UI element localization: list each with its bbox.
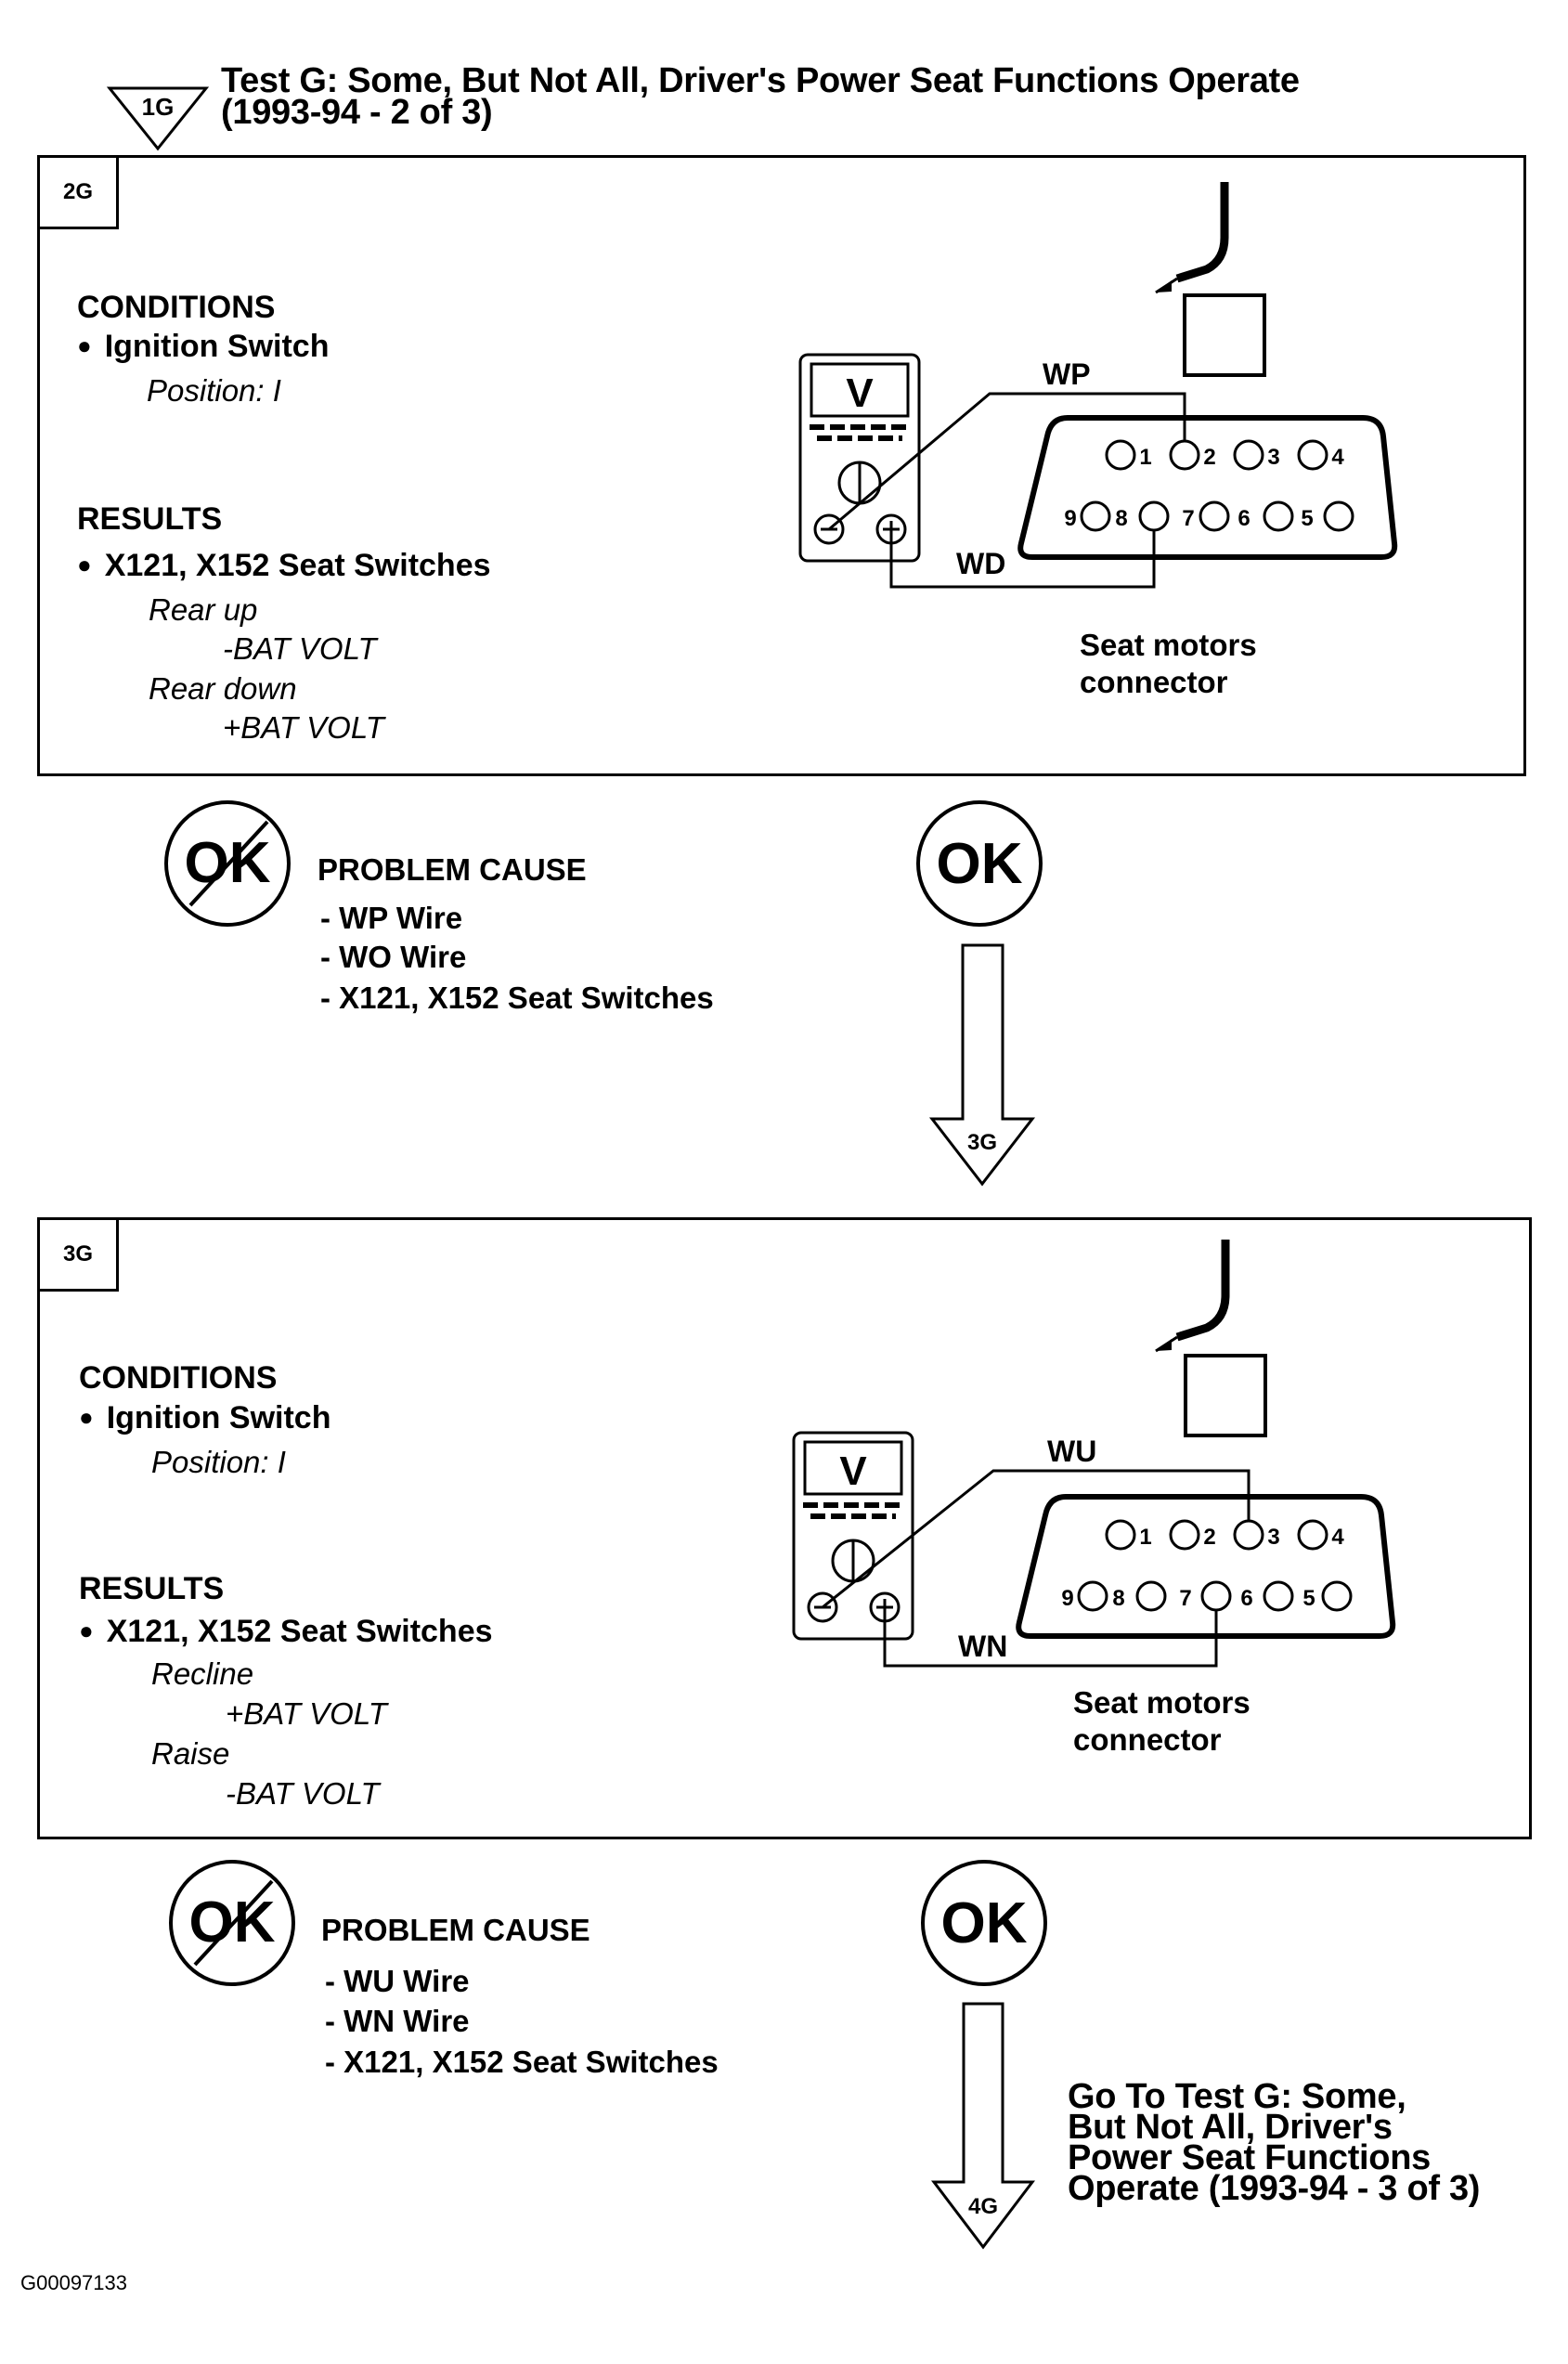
meter-letter: V	[839, 1448, 867, 1494]
caption-line-1: Seat motors	[1080, 628, 1257, 662]
connector-pins-bottom: 9 8 7 6 5	[1061, 1580, 1353, 1612]
seat-motors-connector	[1017, 415, 1398, 560]
goto-line-2: But Not All, Driver's	[1068, 2108, 1393, 2147]
wire-label-wd: WD	[956, 547, 1005, 580]
step-tag: 2G	[37, 155, 119, 229]
pin-label: 5	[1302, 1586, 1315, 1611]
result-2-value: +BAT VOLT	[223, 710, 384, 745]
ok-text: OK	[941, 1891, 1028, 1955]
figure-code: G00097133	[20, 2271, 127, 2294]
page-title: Test G: Some, But Not All, Driver's Powe…	[221, 61, 1300, 132]
results-label: RESULTS	[77, 501, 223, 537]
pin-label: 7	[1179, 1586, 1191, 1611]
pin-label: 9	[1064, 506, 1076, 531]
test-leads	[828, 392, 1186, 589]
pin-label: 1	[1139, 1525, 1151, 1550]
pin-label: 8	[1115, 506, 1127, 531]
condition-value: Position: I	[147, 373, 281, 408]
connector-pins-top: 1 2 3 4	[1105, 439, 1344, 471]
pin-label: 3	[1267, 1525, 1279, 1550]
back-probe-icon	[1155, 1240, 1267, 1437]
pin-label: 8	[1112, 1586, 1124, 1611]
result-1-value: +BAT VOLT	[226, 1696, 387, 1731]
wire-label-wp: WP	[1043, 357, 1091, 391]
condition-value: Position: I	[151, 1445, 286, 1479]
result-2-value: -BAT VOLT	[226, 1776, 380, 1811]
goto-line-1: Go To Test G: Some,	[1068, 2077, 1406, 2116]
result-1-value: -BAT VOLT	[223, 631, 377, 666]
connector-caption: Seat motors connector	[1080, 627, 1257, 701]
ref-triangle-icon: 1G	[106, 86, 210, 151]
down-arrow-icon: 3G	[928, 943, 1036, 1187]
condition-item: Ignition Switch	[77, 329, 330, 365]
cause-item: - WP Wire	[320, 901, 463, 935]
results-item: X121, X152 Seat Switches	[79, 1614, 493, 1650]
pin-label: 2	[1203, 445, 1215, 470]
results-item: X121, X152 Seat Switches	[77, 548, 491, 584]
pin-label: 3	[1267, 445, 1279, 470]
goto-line-3: Power Seat Functions	[1068, 2138, 1431, 2177]
multimeter-icon: V	[798, 353, 921, 563]
goto-line-4: Operate (1993-94 - 3 of 3)	[1068, 2169, 1481, 2208]
title-line-1: Test G: Some, But Not All, Driver's Powe…	[221, 61, 1300, 100]
ok-icon: OK	[916, 800, 1043, 927]
caption-line-2: connector	[1073, 1722, 1222, 1757]
wire-label-wu: WU	[1047, 1435, 1096, 1468]
conditions-label: CONDITIONS	[77, 290, 276, 325]
connector-pins-bottom: 9 8 7 6 5	[1064, 500, 1354, 532]
step-3g-panel: 3G CONDITIONS Ignition Switch Position: …	[37, 1217, 1532, 1839]
title-line-2: (1993-94 - 2 of 3)	[221, 93, 493, 132]
pin-label: 4	[1331, 445, 1344, 470]
caption-line-1: Seat motors	[1073, 1685, 1251, 1720]
problem-cause-label: PROBLEM CAUSE	[317, 852, 587, 887]
meter-letter: V	[846, 370, 874, 416]
connector-caption: Seat motors connector	[1073, 1684, 1251, 1759]
pin-label: 9	[1061, 1586, 1073, 1611]
cause-item: - WN Wire	[325, 2004, 470, 2038]
caption-line-2: connector	[1080, 665, 1228, 699]
not-ok-icon: OK	[164, 800, 291, 927]
result-2-label: Raise	[151, 1736, 230, 1771]
cause-item: - WU Wire	[325, 1964, 470, 1998]
ok-text: OK	[937, 832, 1023, 896]
results-label: RESULTS	[79, 1571, 225, 1606]
seat-motors-connector	[1016, 1494, 1396, 1639]
cause-item: - WO Wire	[320, 940, 467, 974]
back-probe-icon	[1155, 182, 1266, 377]
down-arrow-icon: 4G	[930, 2002, 1036, 2250]
pin-label: 7	[1182, 506, 1194, 531]
next-step-label: 3G	[967, 1130, 997, 1155]
not-ok-icon: OK	[169, 1860, 295, 1986]
result-1-label: Rear up	[149, 592, 258, 627]
pin-label: 5	[1301, 506, 1313, 531]
connector-pins-top: 1 2 3 4	[1105, 1519, 1344, 1551]
pin-label: 6	[1238, 506, 1250, 531]
condition-item: Ignition Switch	[79, 1400, 331, 1436]
wire-label-wn: WN	[958, 1630, 1007, 1663]
step-tag: 3G	[37, 1217, 119, 1292]
pin-label: 1	[1139, 445, 1151, 470]
conditions-label: CONDITIONS	[79, 1360, 278, 1396]
result-2-label: Rear down	[149, 671, 297, 706]
pin-label: 2	[1203, 1525, 1215, 1550]
cause-item: - X121, X152 Seat Switches	[320, 981, 714, 1015]
next-step-label: 4G	[968, 2194, 998, 2219]
result-1-label: Recline	[151, 1656, 254, 1691]
goto-next-test: Go To Test G: Some, But Not All, Driver'…	[1068, 2077, 1481, 2208]
problem-cause-label: PROBLEM CAUSE	[321, 1913, 590, 1947]
ref-label: 1G	[142, 93, 175, 121]
test-leads	[822, 1469, 1251, 1668]
pin-label: 4	[1331, 1525, 1344, 1550]
ok-icon: OK	[921, 1860, 1047, 1986]
pin-label: 6	[1240, 1586, 1252, 1611]
multimeter-icon: V	[792, 1431, 914, 1641]
cause-item: - X121, X152 Seat Switches	[325, 2045, 719, 2079]
